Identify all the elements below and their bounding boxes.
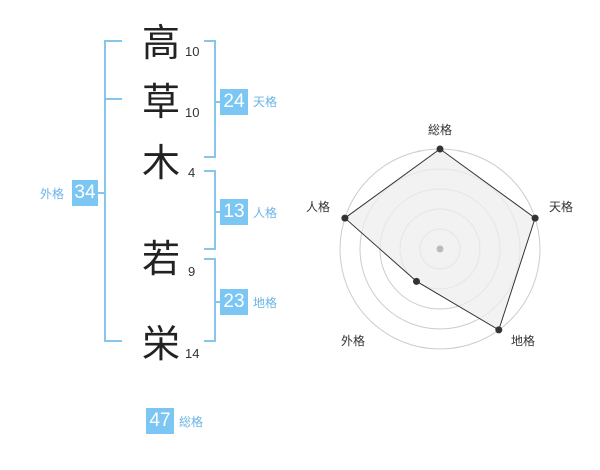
radar-value-polygon [344,148,536,331]
name-char-1: 高 [142,21,181,65]
stroke-count-4: 9 [188,264,196,279]
gaikaku-bracket-connector [96,192,104,194]
radar-ring [339,148,541,350]
soukaku-caption: 総格 [179,415,204,429]
stroke-count-3: 4 [188,165,196,180]
tenkaku-bracket-connector [214,101,222,103]
radar-ring [399,208,481,290]
jinkaku-bracket [204,170,216,250]
name-char-4: 若 [142,237,181,281]
radar-center-dot [436,245,444,253]
name-char-5: 栄 [142,322,181,366]
gaikaku-value: 34 [72,180,98,206]
name-char-3: 木 [142,141,181,185]
gaikaku-bracket [104,40,122,342]
radar-label-tenkaku: 天格 [549,200,574,214]
jinkaku-bracket-connector [214,211,222,213]
stroke-count-1: 10 [185,44,200,59]
gaikaku-caption: 外格 [40,187,65,201]
soukaku-value: 47 [146,408,174,434]
stroke-count-5: 14 [185,346,200,361]
radar-label-soukaku: 総格 [428,123,453,137]
radar-label-jinkaku: 人格 [306,200,331,214]
radar-point-3 [495,326,503,334]
chikaku-value: 23 [220,289,248,315]
chikaku-bracket-connector [214,301,222,303]
chikaku-bracket [204,258,216,342]
name-char-2: 草 [142,80,181,124]
radar-point-5 [341,214,349,222]
radar-point-4 [412,277,420,285]
radar-ring [419,228,461,270]
radar-ring [359,168,521,330]
stroke-count-2: 10 [185,105,200,120]
jinkaku-value: 13 [220,199,248,225]
radar-label-chikaku: 地格 [511,334,536,348]
tenkaku-value: 24 [220,89,248,115]
gaikaku-bracket-tick [104,98,122,100]
radar-point-1 [436,145,444,153]
radar-label-gaikaku: 外格 [341,334,366,348]
jinkaku-caption: 人格 [253,206,278,220]
tenkaku-caption: 天格 [253,95,278,109]
chikaku-caption: 地格 [253,296,278,310]
tenkaku-bracket [204,40,216,158]
radar-ring [379,188,501,310]
radar-point-2 [531,214,539,222]
